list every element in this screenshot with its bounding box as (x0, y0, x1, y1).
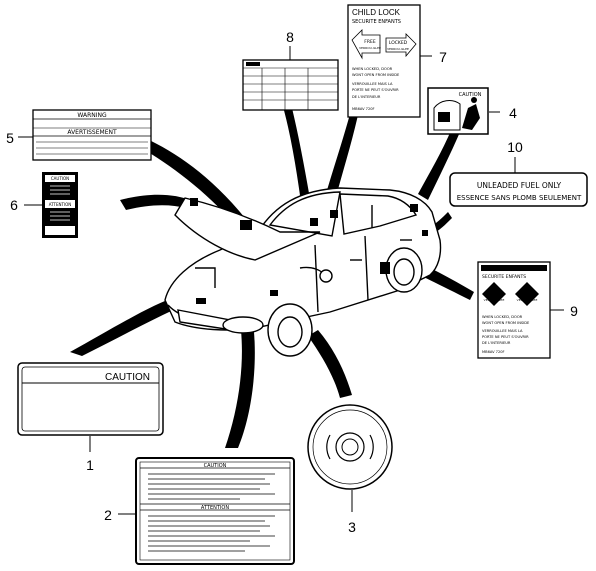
label-7-free: FREE (364, 39, 376, 45)
label-7-free-fr: VERROU-ILLEE (359, 46, 381, 50)
label-6-attention: ATTENTION (49, 202, 72, 207)
callout-10: 10 (507, 139, 523, 155)
label-9-line-4: PORTE NE PEUT S'OUVRIR (482, 335, 529, 339)
callout-3: 3 (348, 519, 356, 535)
callout-9: 9 (570, 303, 578, 319)
label-10-line-1: UNLEADED FUEL ONLY (477, 181, 562, 190)
label-7-locked: LOCKED (389, 40, 408, 46)
callout-1: 1 (86, 457, 94, 473)
label-4-caution-pictogram: CAUTION (427, 87, 489, 135)
label-7-line-3: VERROUILLEE MAIS LA (352, 82, 393, 86)
label-9-line-3: VERROUILLEE MAIS LA (482, 329, 523, 333)
label-5-warning: WARNING AVERTISSEMENT (32, 109, 152, 161)
label-5-avertissement: AVERTISSEMENT (67, 129, 117, 136)
label-8-tire-info-table (242, 59, 339, 111)
callout-4: 4 (509, 105, 517, 121)
label-4-title: CAUTION (459, 92, 482, 98)
callout-6: 6 (10, 197, 18, 213)
label-9-opt-b: VERROUILLEE (517, 298, 538, 302)
label-1-title: CAUTION (105, 372, 150, 383)
label-10-unleaded-fuel: UNLEADED FUEL ONLY ESSENCE SANS PLOMB SE… (449, 172, 588, 207)
callout-8: 8 (286, 29, 294, 45)
callout-2: 2 (104, 507, 112, 523)
label-6-caution-attention: CAUTION ATTENTION (42, 172, 78, 238)
callout-7: 7 (439, 49, 447, 65)
label-2-caution-attention: CAUTION ATTENTION (135, 457, 295, 565)
label-2-caution: CAUTION (204, 463, 227, 469)
label-7-child-lock: CHILD LOCK SECURITE ENFANTS FREE VERROU-… (347, 4, 421, 118)
label-2-attention: ATTENTION (201, 505, 229, 511)
label-6-caution: CAUTION (51, 176, 69, 181)
label-10-line-2: ESSENCE SANS PLOMB SEULEMENT (457, 194, 582, 202)
label-9-subtitle: SECURITE ENFANTS (482, 274, 526, 280)
label-9-line-1: WHEN LOCKED, DOOR (482, 315, 523, 319)
label-7-line-4: PORTE NE PEUT S'OUVRIR (352, 88, 399, 92)
label-9-opt-a: VERROUILLEE (484, 298, 505, 302)
label-7-line-2: WONT OPEN FROM INSIDE (352, 73, 400, 77)
label-7-title: CHILD LOCK (352, 8, 401, 17)
label-9-line-5: DE L'INTERIEUR (482, 341, 511, 345)
label-7-line-1: WHEN LOCKED, DOOR (352, 67, 393, 71)
label-7-part-number: MB6AV 720F (352, 107, 375, 111)
label-patches (190, 198, 428, 304)
label-7-locked-fr: VERROU-ILLEE (387, 47, 409, 51)
leader-beams (70, 92, 474, 448)
label-7-line-5: DE L'INTERIEUR (352, 95, 381, 99)
label-3-round-decal (307, 404, 393, 490)
label-9-line-2: WONT OPEN FROM INSIDE (482, 321, 530, 325)
label-7-subtitle: SECURITE ENFANTS (352, 19, 401, 25)
label-1-caution: CAUTION (17, 362, 164, 436)
callout-5: 5 (6, 130, 14, 146)
car-illustration (164, 187, 442, 357)
label-9-child-lock: SECURITE ENFANTS VERROUILLEE VERROUILLEE… (477, 261, 551, 359)
label-5-warning: WARNING (77, 112, 107, 119)
label-9-part-number: MB6AV 720F (482, 350, 505, 354)
